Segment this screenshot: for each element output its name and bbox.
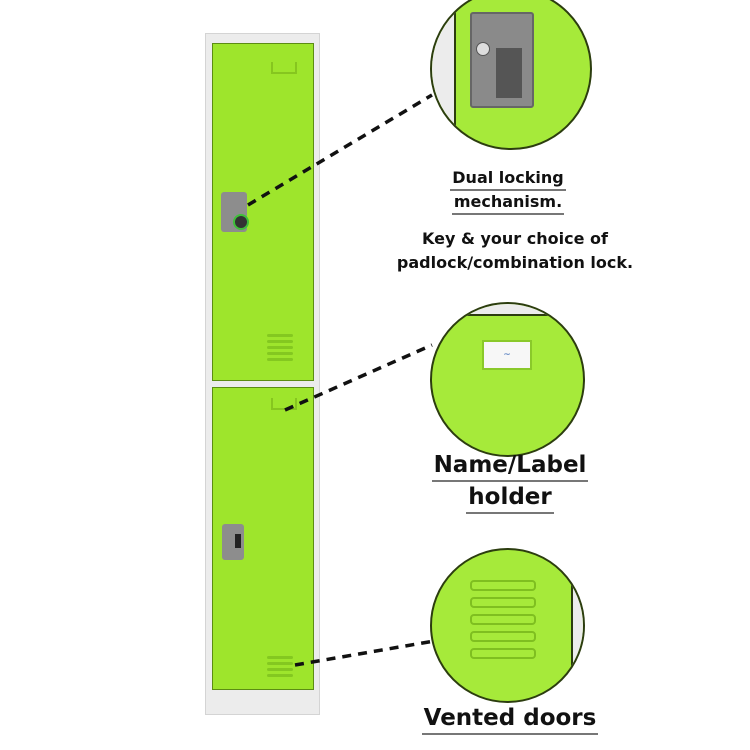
callout-line-vent — [294, 638, 441, 667]
zoom-circle-vents — [430, 548, 585, 703]
label-holder — [271, 398, 297, 410]
locker-bottom-door — [212, 387, 314, 690]
caption-choice-2: padlock/combination lock. — [396, 253, 634, 272]
keyhole-icon — [476, 42, 490, 56]
caption-locking-1: Dual locking — [450, 167, 566, 191]
combination-lock-icon — [233, 214, 249, 230]
label-holder — [271, 62, 297, 74]
lock-handle — [222, 524, 244, 560]
locker-top-door — [212, 43, 314, 381]
callout-line-label — [284, 343, 433, 412]
lock-mechanism — [470, 12, 534, 108]
vents — [267, 656, 293, 677]
name-card: ~ — [482, 340, 532, 370]
caption-choice-1: Key & your choice of — [422, 229, 608, 248]
caption-locking-2: mechanism. — [451, 191, 565, 215]
callout-line-lock — [247, 93, 433, 207]
caption-label-2: holder — [466, 482, 554, 514]
vents — [267, 334, 293, 361]
lock-handle — [221, 192, 249, 232]
zoom-circle-label: ~ — [430, 302, 585, 457]
caption-vented: Vented doors — [421, 703, 599, 735]
zoom-circle-lock — [430, 0, 592, 150]
caption-label-1: Name/Label — [431, 450, 589, 482]
vents-closeup — [470, 580, 536, 659]
